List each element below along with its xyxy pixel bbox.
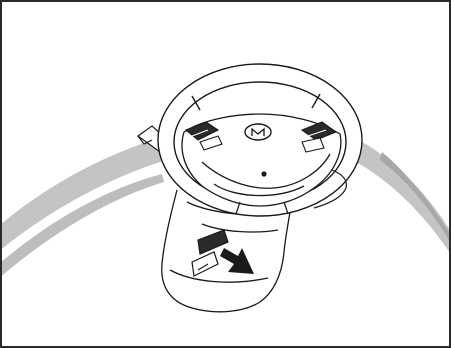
horn-dot: [261, 171, 266, 176]
brand-emblem: [245, 124, 271, 140]
